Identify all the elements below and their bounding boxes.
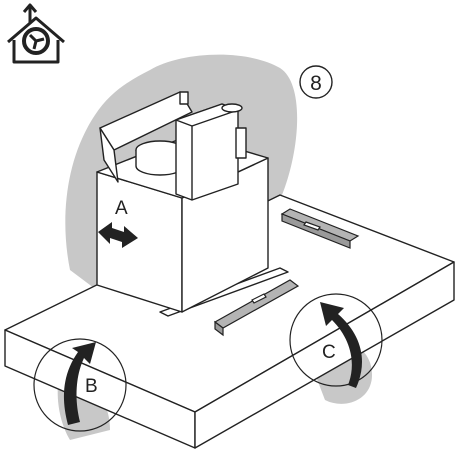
- step-number: 8: [310, 72, 322, 95]
- label-b: B: [85, 376, 98, 397]
- detail-circle-b: [33, 338, 127, 432]
- spirit-level-left: [213, 279, 300, 337]
- house-fan-logo-icon: [7, 3, 65, 64]
- double-arrow-a-icon: [98, 222, 138, 248]
- rotate-arrow-c-icon: [320, 302, 362, 388]
- label-a: A: [115, 198, 128, 219]
- motor-bracket: [99, 91, 247, 201]
- step-badge: 8: [299, 65, 333, 99]
- spirit-level-right: [280, 208, 360, 249]
- detail-circle-c: [289, 293, 383, 387]
- label-c: C: [322, 342, 336, 363]
- rotate-arrow-b-icon: [63, 342, 96, 425]
